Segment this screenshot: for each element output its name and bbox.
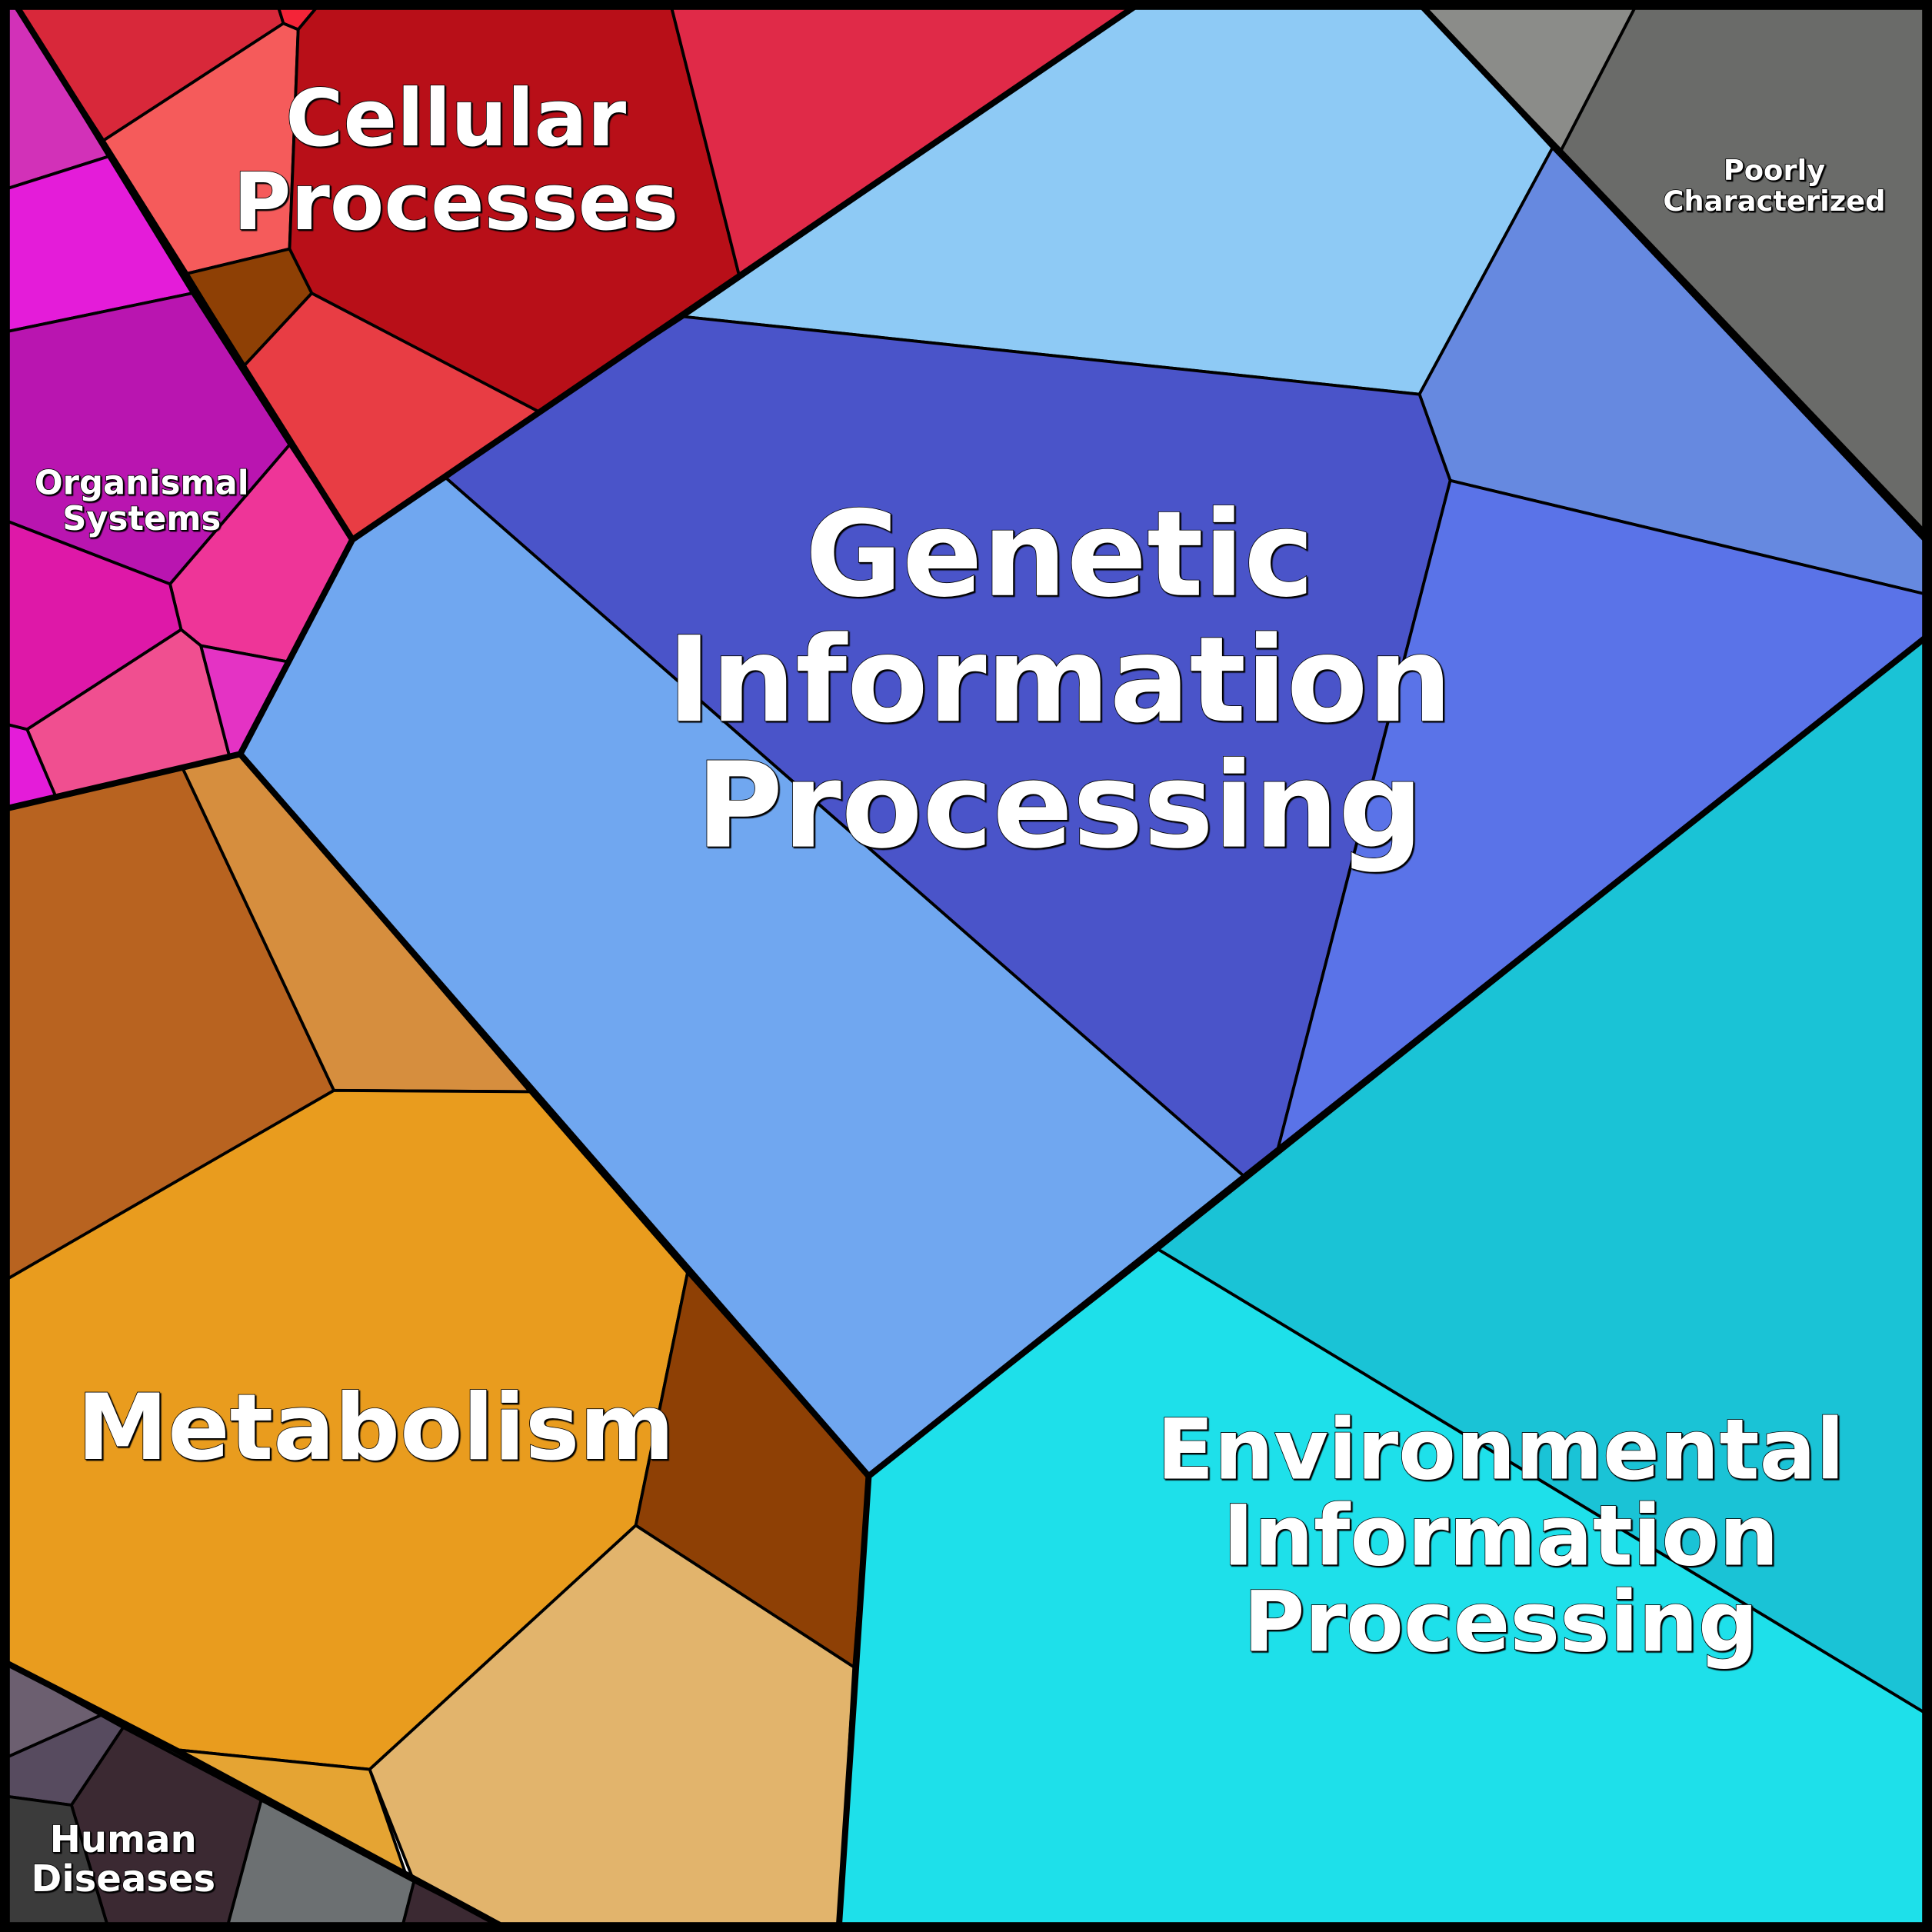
- genetic-label-line: Processing: [696, 738, 1423, 875]
- environmental-label-line: Environmental: [1157, 1401, 1844, 1498]
- category-boundary: [349, 4, 1137, 543]
- environmental-label-line: Processing: [1244, 1574, 1758, 1671]
- category-boundary: [1420, 4, 1928, 542]
- category-boundary: [4, 4, 356, 811]
- cellular-label-line: Cellular: [285, 73, 626, 165]
- category-metabolism: [5, 752, 871, 1927]
- category-genetic: [238, 5, 1927, 1478]
- organismal-label-line: Systems: [62, 500, 221, 538]
- metabolism-label: Metabolism: [77, 1374, 675, 1481]
- human-label-line: Diseases: [31, 1857, 215, 1900]
- category-organismal: [5, 5, 355, 810]
- category-boundary: [4, 1660, 502, 1928]
- environmental-label-line: Information: [1223, 1487, 1779, 1585]
- category-boundary: [237, 635, 1928, 1480]
- organismal-label-line: Organismal: [35, 464, 249, 502]
- human-label-line: Human: [50, 1818, 197, 1861]
- poorly-label-line: Poorly: [1724, 154, 1825, 187]
- cellular-label-line: Processes: [233, 157, 678, 248]
- genetic-label-line: Information: [668, 611, 1452, 749]
- metabolism-label-line: Metabolism: [77, 1374, 675, 1481]
- genetic-label-line: Genetic: [805, 486, 1314, 624]
- category-boundary: [835, 1473, 872, 1928]
- poorly-label-line: Characterized: [1663, 185, 1885, 218]
